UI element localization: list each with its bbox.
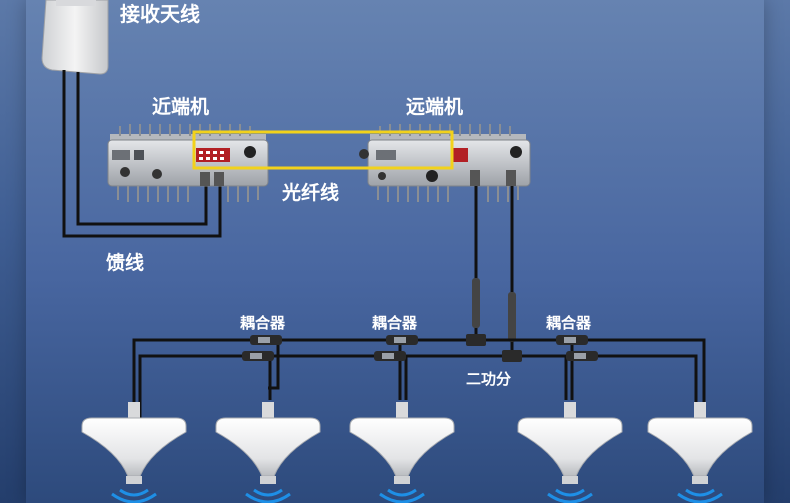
label-near-end-unit: 近端机 [152, 96, 210, 118]
ceiling-antenna-icon [647, 402, 753, 503]
ceiling-antenna-icon [215, 402, 321, 503]
coupler-icon [556, 335, 598, 361]
signal-wave-icon [245, 488, 291, 503]
label-optical-fiber: 光纤线 [282, 182, 340, 204]
signal-wave-icon [379, 488, 425, 503]
lower-bus-cables [138, 340, 698, 418]
feeder-cables [62, 70, 222, 238]
label-far-end-unit: 远端机 [406, 96, 464, 118]
trunk-connectors [472, 278, 516, 342]
signal-wave-icon [547, 488, 593, 503]
coupler-icon [242, 335, 282, 361]
ceiling-antenna-icon [517, 402, 623, 503]
label-coupler-1: 耦合器 [240, 314, 286, 332]
far-end-unit-icon [359, 124, 531, 202]
ceiling-antenna-icon [81, 402, 187, 503]
optical-fiber-link [192, 130, 454, 170]
signal-wave-icon [111, 488, 157, 503]
trunk-cables [474, 186, 514, 356]
ceiling-antenna-icon [349, 402, 455, 503]
label-receive-antenna: 接收天线 [120, 2, 200, 26]
label-splitter: 二功分 [466, 370, 512, 388]
coupler-icon [374, 335, 418, 361]
label-coupler-2: 耦合器 [372, 314, 418, 332]
splitter-icon [466, 334, 522, 362]
label-feeder: 馈线 [106, 252, 145, 274]
panel-antenna-icon [41, 0, 109, 75]
signal-wave-icon [677, 488, 723, 503]
near-end-unit-icon [107, 124, 269, 202]
label-coupler-3: 耦合器 [546, 314, 592, 332]
upper-bus-cables [132, 338, 706, 418]
